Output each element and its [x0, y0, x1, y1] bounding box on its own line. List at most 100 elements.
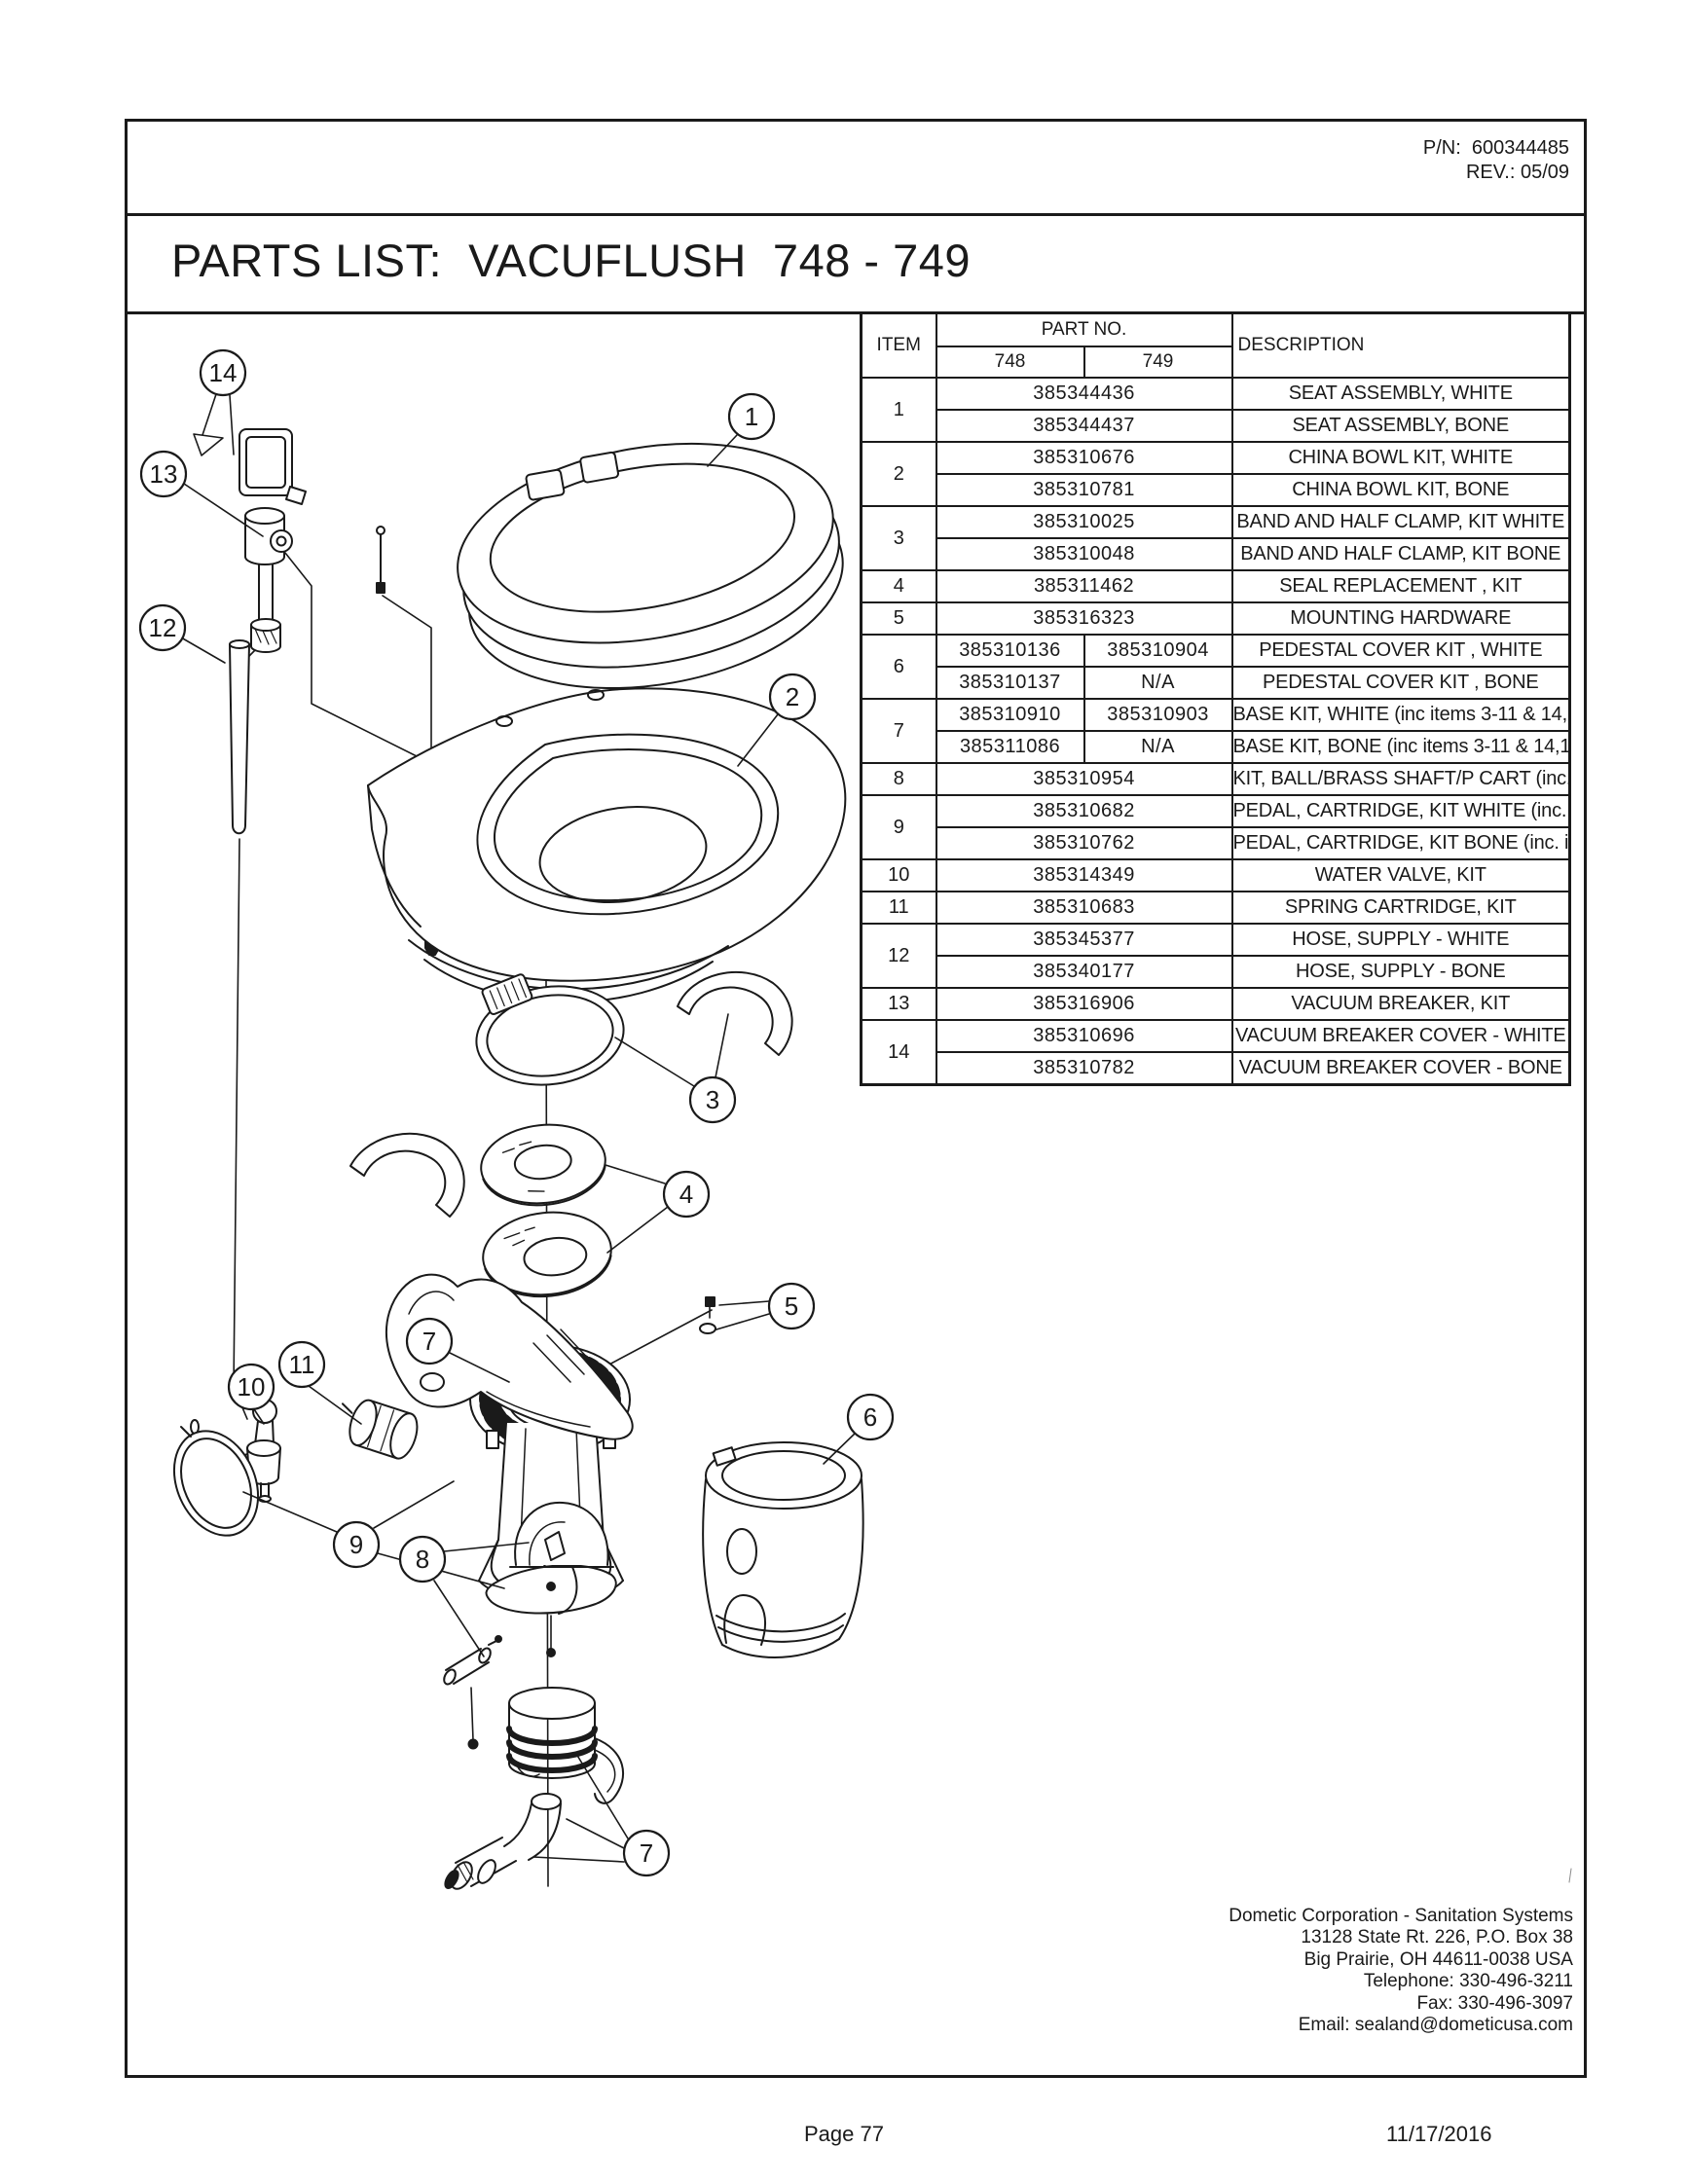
part-description-cell: SEAL REPLACEMENT , KIT	[1230, 569, 1571, 603]
pedal-pad-drawing	[172, 1426, 260, 1537]
china-bowl-drawing	[367, 687, 847, 1003]
part-number-cell: 385344436	[935, 377, 1233, 411]
part-description-cell: BASE KIT, BONE (inc items 3-11 & 14,15)	[1230, 730, 1571, 764]
part-description-cell: PEDAL, CARTRIDGE, KIT BONE (inc. item 11…	[1230, 826, 1571, 860]
svg-text:10: 10	[238, 1372, 266, 1401]
part-number-cell: 385340177	[935, 955, 1233, 989]
item-number-cell: 4	[860, 569, 937, 603]
elbow-drawing	[503, 1793, 562, 1861]
part-number-cell: 385310682	[935, 794, 1233, 828]
col-header-description: DESCRIPTION	[1230, 311, 1571, 379]
part-description-cell: VACUUM BREAKER, KIT	[1230, 987, 1571, 1021]
address-line: 13128 State Rt. 226, P.O. Box 38	[1301, 1927, 1573, 1948]
svg-text:11: 11	[289, 1350, 315, 1379]
svg-text:5: 5	[785, 1292, 798, 1321]
page-title: PARTS LIST: VACUFLUSH 748 - 749	[171, 235, 972, 286]
svg-text:3: 3	[706, 1085, 719, 1114]
part-number-cell: 385310762	[935, 826, 1233, 860]
svg-text:1: 1	[745, 402, 758, 431]
callout-4: 4	[662, 1170, 711, 1219]
item-number-cell: 3	[860, 505, 937, 571]
part-number-cell: 385310025	[935, 505, 1233, 539]
address-line: Big Prairie, OH 44611-0038 USA	[1303, 1948, 1573, 1970]
svg-text:8: 8	[416, 1545, 429, 1574]
callout-2: 2	[768, 673, 817, 721]
part-description-cell: SPRING CARTRIDGE, KIT	[1230, 891, 1571, 925]
seal-discs-drawing	[480, 1123, 612, 1298]
address-line: Fax: 330-496-3097	[1416, 1992, 1573, 2014]
exploded-diagram: 1 2 3 4 5 6 7 7 8 9 10 11 12 13 14	[138, 348, 1572, 1890]
half-clamp-drawing-left	[349, 1132, 465, 1218]
item-number-cell: 8	[860, 762, 937, 796]
hose-connector-drawing	[444, 1837, 517, 1890]
callout-3: 3	[688, 1075, 737, 1124]
col-header-749: 749	[1083, 346, 1233, 379]
callout-10: 10	[227, 1363, 275, 1411]
part-description-cell: BASE KIT, WHITE (inc items 3-11 & 14,15)	[1230, 698, 1571, 732]
pedal-lever-drawing	[385, 1273, 634, 1657]
part-number-cell: 385314349	[935, 858, 1233, 892]
callout-7-upper: 7	[405, 1317, 454, 1365]
piston-drawing	[506, 1687, 625, 1804]
part-number-cell: 385311086	[935, 730, 1085, 764]
item-number-cell: 2	[860, 441, 937, 507]
svg-text:12: 12	[149, 613, 177, 642]
callout-14: 14	[199, 348, 247, 397]
part-description-cell: SEAT ASSEMBLY, WHITE	[1230, 377, 1571, 411]
part-number-cell: 385311462	[935, 569, 1233, 603]
part-description-cell: CHINA BOWL KIT, BONE	[1230, 473, 1571, 507]
part-number-cell: N/A	[1083, 666, 1233, 700]
item-number-cell: 6	[860, 634, 937, 700]
part-description-cell: PEDESTAL COVER KIT , WHITE	[1230, 634, 1571, 668]
part-description-cell: MOUNTING HARDWARE	[1230, 601, 1571, 636]
svg-text:4: 4	[679, 1180, 693, 1209]
page-number: Page 77	[804, 2122, 884, 2146]
clamp-band-drawing	[475, 973, 625, 1086]
callout-8: 8	[398, 1535, 447, 1583]
part-description-cell: CHINA BOWL KIT, WHITE	[1230, 441, 1571, 475]
part-description-cell: PEDAL, CARTRIDGE, KIT WHITE (inc. item 1…	[1230, 794, 1571, 828]
part-number-cell: 385316906	[935, 987, 1233, 1021]
part-number-cell: 385310137	[935, 666, 1085, 700]
svg-text:7: 7	[640, 1838, 653, 1868]
title-divider-line	[125, 311, 1587, 314]
part-number-cell: 385310696	[935, 1019, 1233, 1053]
part-number-cell: 385310048	[935, 537, 1233, 571]
item-number-cell: 11	[860, 891, 937, 925]
header-divider-line	[125, 213, 1587, 216]
svg-text:13: 13	[150, 459, 178, 489]
part-number-cell: 385310910	[935, 698, 1085, 732]
part-description-cell: HOSE, SUPPLY - BONE	[1230, 955, 1571, 989]
item-number-cell: 14	[860, 1019, 937, 1086]
item-number-cell: 13	[860, 987, 937, 1021]
item-number-cell: 10	[860, 858, 937, 892]
mounting-screws-drawing	[699, 1296, 716, 1334]
part-number-cell: N/A	[1083, 730, 1233, 764]
part-description-cell: HOSE, SUPPLY - WHITE	[1230, 923, 1571, 957]
address-line: Dometic Corporation - Sanitation Systems	[1229, 1906, 1573, 1926]
part-description-cell: VACUUM BREAKER COVER - WHITE	[1230, 1019, 1571, 1053]
col-header-748: 748	[935, 346, 1085, 379]
callout-1: 1	[727, 392, 776, 441]
revision-label: REV.: 05/09	[1465, 162, 1569, 183]
seat-assembly-drawing	[457, 442, 844, 690]
part-description-cell: BAND AND HALF CLAMP, KIT BONE	[1230, 537, 1571, 571]
part-number-cell: 385316323	[935, 601, 1233, 636]
part-number-cell: 385310903	[1083, 698, 1233, 732]
